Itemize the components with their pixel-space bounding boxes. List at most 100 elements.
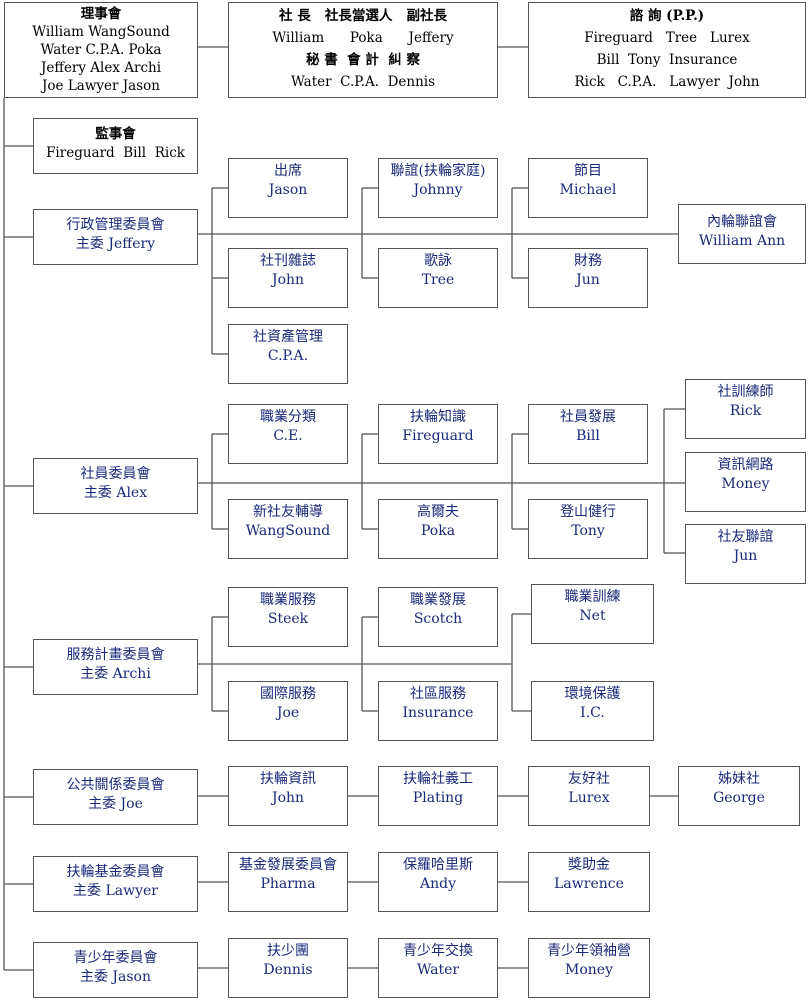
vocational-service-box: 職業服務 Steek [228,587,348,647]
advisors-names: Rick C.P.A. Lawyer John [574,74,760,90]
role-name: 聯誼(扶輪家庭) [390,163,486,179]
magazine-box: 社刊雜誌 John [228,248,348,308]
role-name: 高爾夫 [417,504,459,520]
role-name: 財務 [574,253,602,269]
role-person: John [271,272,305,288]
officers-names: Water C.P.A. Dennis [290,74,436,90]
youth-committee-box: 青少年委員會 主委 Jason [33,942,198,998]
role-person: Fireguard [402,428,474,444]
role-person: Steek [267,611,309,627]
committee-name: 公共關係委員會 [66,777,165,793]
role-person: Pharma [260,876,316,892]
role-name: 扶輪知識 [410,409,466,425]
sister-club-box: 姊妹社 George [678,766,800,826]
social-box: 社友聯誼 Jun [685,524,806,584]
camp-box: 青少年領袖營 Money [528,938,650,998]
international-box: 國際服務 Joe [228,681,348,741]
role-name: 基金發展委員會 [239,857,337,873]
trainer-box: 社訓練師 Rick [685,379,806,439]
board-members: Jeffery Alex Archi [40,60,162,76]
committee-chair: 主委 Jeffery [75,236,156,252]
role-name: 社刊雜誌 [260,253,316,269]
committee-name: 服務計畫委員會 [66,647,165,663]
supervisors-members: Fireguard Bill Rick [46,145,185,161]
role-person: Lawrence [554,876,624,892]
role-name: 職業發展 [410,592,466,608]
environment-box: 環境保護 I.C. [531,681,654,741]
role-name: 登山健行 [560,504,616,520]
role-person: Rick [729,403,762,419]
role-name: 出席 [274,163,302,179]
scholarship-box: 獎助金 Lawrence [528,852,650,912]
officers-names: William Poka Jeffery [272,30,454,46]
role-name: 國際服務 [260,686,316,702]
role-person: George [713,790,765,806]
role-person: Plating [412,790,464,806]
fellowship-box: 聯誼(扶輪家庭) Johnny [378,158,498,218]
volunteer-box: 扶輪社義工 Plating [378,766,498,826]
role-name: 內輪聯誼會 [707,214,777,230]
role-name: 扶輪資訊 [260,771,316,787]
role-name: 扶輪社義工 [403,771,473,787]
officers-titles: 秘 書 會 計 糾 察 [306,52,420,68]
committee-chair: 主委 Lawyer [73,883,158,899]
role-name: 環境保護 [564,686,621,702]
role-name: 獎助金 [568,857,610,873]
role-person: Johnny [413,182,463,198]
inner-wheel-box: 內輪聯誼會 William Ann [678,204,806,264]
role-name: 青少年領袖營 [547,943,631,959]
golf-box: 高爾夫 Poka [378,499,498,559]
role-name: 友好社 [568,771,610,787]
advisors-names: Fireguard Tree Lurex [584,30,750,46]
role-person: Net [579,608,606,624]
role-name: 姊妹社 [718,771,760,787]
board-box: 理事會 William WangSound Water C.P.A. Poka … [4,2,198,98]
foundation-committee-box: 扶輪基金委員會 主委 Lawyer [33,856,198,912]
officers-box: 社 長 社長當選人 副社長 William Poka Jeffery 秘 書 會… [228,2,498,98]
role-person: Water [416,962,460,978]
role-person: Joe [276,705,300,721]
role-person: Lurex [568,790,610,806]
role-person: WangSound [245,523,331,539]
committee-chair: 主委 Jason [79,969,152,985]
supervisors-box: 監事會 Fireguard Bill Rick [33,118,198,174]
role-name: 社訓練師 [717,384,774,400]
role-person: Money [721,476,770,492]
role-person: I.C. [580,705,605,721]
role-person: Tree [421,272,455,288]
board-members: Water C.P.A. Poka [40,42,162,58]
finance-box: 財務 Jun [528,248,648,308]
role-person: John [271,790,305,806]
officers-titles: 社 長 社長當選人 副社長 [279,8,447,24]
role-person: William Ann [698,233,786,249]
committee-name: 社員委員會 [80,466,151,482]
interact-box: 扶少團 Dennis [228,938,348,998]
info-box: 扶輪資訊 John [228,766,348,826]
role-person: C.E. [273,428,303,444]
community-box: 社區服務 Insurance [378,681,498,741]
role-name: 保羅哈里斯 [403,857,473,873]
role-person: Jason [268,182,308,198]
role-name: 扶少團 [267,943,309,959]
friend-club-box: 友好社 Lurex [528,766,650,826]
role-name: 青少年交換 [403,943,473,959]
role-person: Michael [559,182,617,198]
role-person: Money [565,962,613,978]
board-title: 理事會 [80,6,122,22]
committee-name: 扶輪基金委員會 [66,864,165,880]
hiking-box: 登山健行 Tony [528,499,648,559]
vocational-training-box: 職業訓練 Net [531,584,654,644]
classification-box: 職業分類 C.E. [228,404,348,464]
role-person: Dennis [263,962,313,978]
membership-committee-box: 社員委員會 主委 Alex [33,458,198,514]
assets-box: 社資產管理 C.P.A. [228,324,348,384]
role-name: 職業訓練 [564,589,621,605]
role-person: Andy [420,876,456,892]
knowledge-box: 扶輪知識 Fireguard [378,404,498,464]
advisors-names: Bill Tony Insurance [596,52,738,68]
supervisors-title: 監事會 [95,126,136,142]
role-person: Bill [576,428,600,444]
role-name: 社友聯誼 [717,529,774,545]
